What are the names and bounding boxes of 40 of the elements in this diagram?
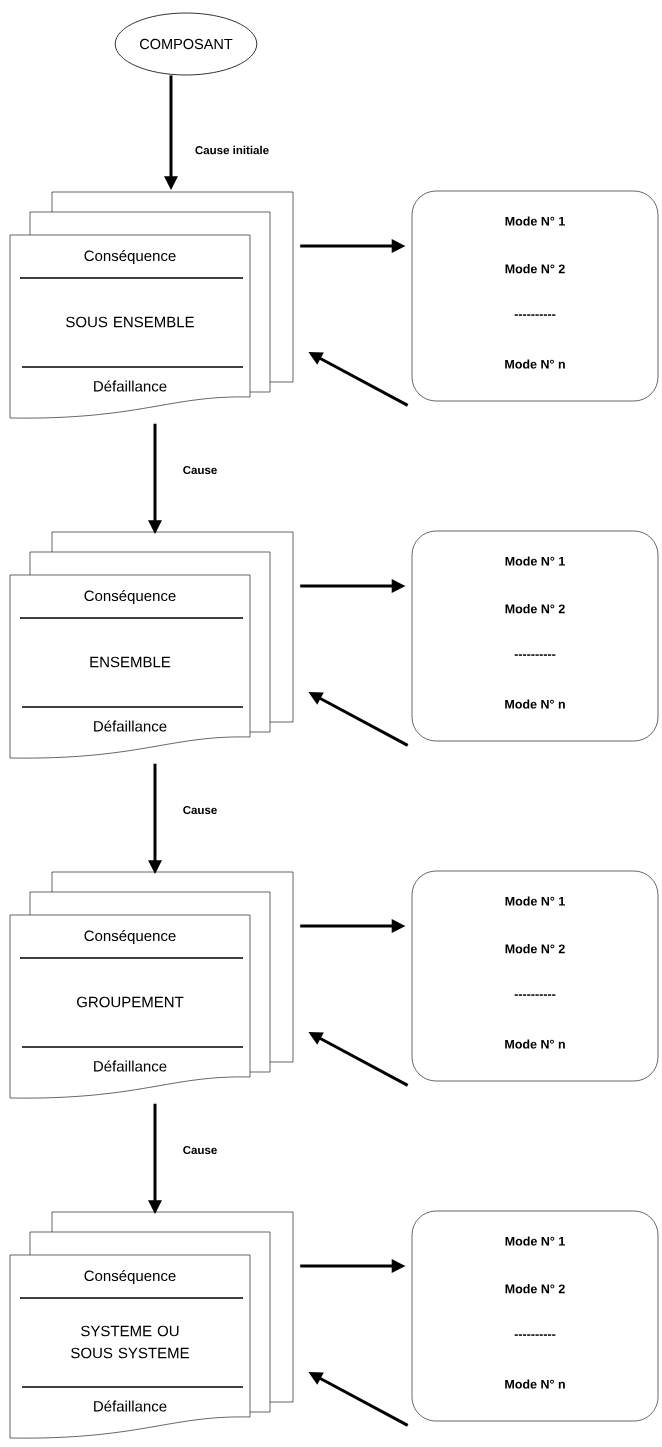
footer-text: Défaillance [94, 1400, 167, 1412]
title-text: ENSEMBLE [90, 656, 171, 668]
edge-label: Cause [181, 464, 219, 476]
mode-text: ---------- [514, 314, 556, 316]
mode-list-box [411, 530, 659, 742]
mode-text: ---------- [514, 994, 556, 996]
mode-text: Mode N° n [505, 1039, 565, 1049]
mode-text: Mode N° 2 [505, 604, 565, 614]
edge-label: Cause [181, 1144, 219, 1156]
mode-list-box [411, 1210, 659, 1422]
mode-text: ---------- [514, 1334, 556, 1336]
mode-text: Mode N° n [505, 1379, 565, 1389]
document-stack [9, 1211, 294, 1439]
mode-text: Mode N° 1 [505, 896, 565, 906]
mode-text: ---------- [514, 654, 556, 656]
heading-text: Conséquence [84, 589, 176, 605]
footer-text: Défaillance [94, 720, 167, 732]
mode-text: Mode N° 1 [505, 1236, 565, 1246]
footer-text: Défaillance [94, 1060, 167, 1072]
mode-list-box [411, 190, 659, 402]
mode-text: Mode N° 2 [505, 264, 565, 274]
mode-list-box [411, 870, 659, 1082]
mode-text: Mode N° n [505, 359, 565, 369]
title-text: SOUS ENSEMBLE [66, 316, 194, 328]
mode-text: Mode N° 2 [505, 944, 565, 954]
edge-label: Cause initiale [193, 144, 271, 156]
document-stack [9, 871, 294, 1099]
document-stack [9, 191, 294, 419]
mode-text: Mode N° n [505, 699, 565, 709]
document-stack [9, 531, 294, 759]
heading-text: Conséquence [84, 929, 176, 945]
heading-text: Conséquence [84, 1269, 176, 1285]
mode-text: Mode N° 2 [505, 1284, 565, 1294]
edge-label: Cause [181, 804, 219, 816]
title-text: SYSTEME OU SOUS SYSTEME [71, 1325, 189, 1359]
mode-text: Mode N° 1 [505, 216, 565, 226]
heading-text: Conséquence [84, 249, 176, 265]
mode-text: Mode N° 1 [505, 556, 565, 566]
title-text: GROUPEMENT [77, 996, 184, 1008]
footer-text: Défaillance [94, 380, 167, 392]
